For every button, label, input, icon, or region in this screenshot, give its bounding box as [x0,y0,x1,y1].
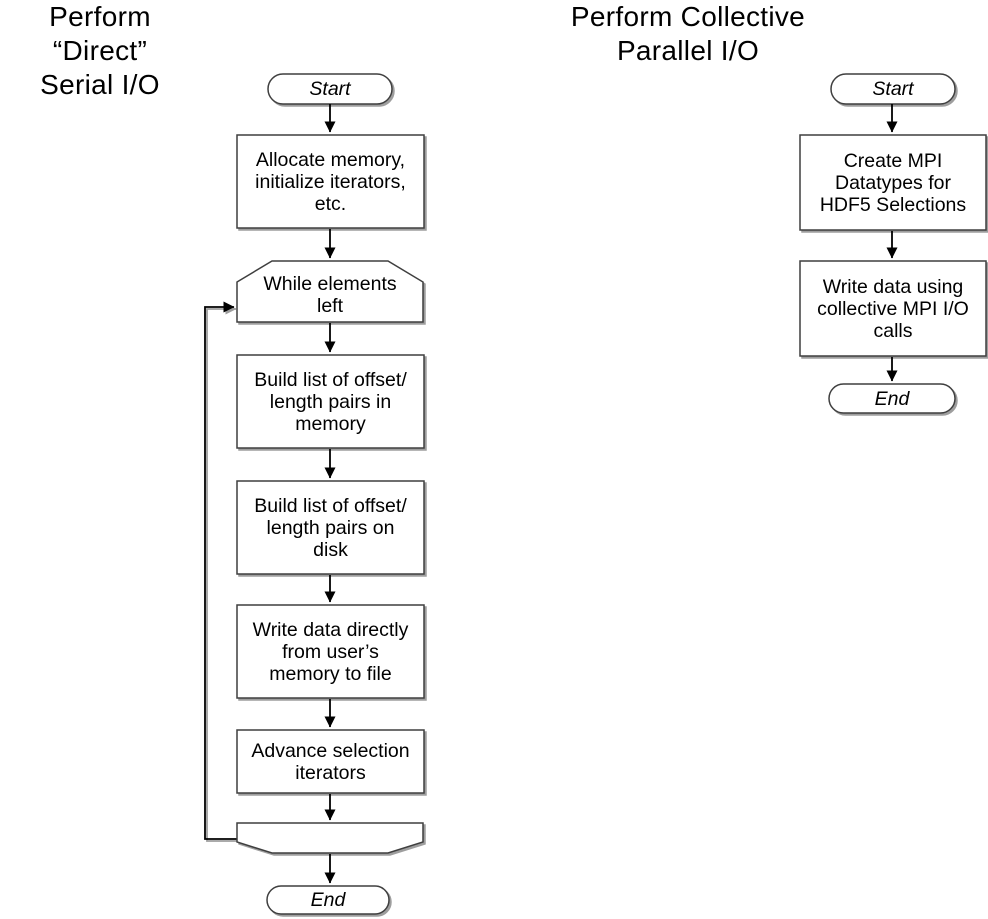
left-end-terminal-shape [266,885,390,915]
right-start-terminal-shape [830,73,956,105]
left-start-terminal-label: Start [309,78,351,100]
right-create-mpi-process-label: Create MPI Datatypes for HDF5 Selections [819,149,967,216]
left-advance-process-label: Advance selection iterators [251,739,410,784]
left-write-process-shape [236,604,425,699]
right-end-terminal-shape [828,383,956,414]
right-write-collective-process-label: Write data using collective MPI I/O call… [817,275,969,342]
right-flow-title: Perform Collective Parallel I/O [570,1,806,66]
left-end-terminal-label: End [310,889,346,911]
left-build-disk-process-shape [236,480,425,575]
right-end-terminal-label: End [874,387,910,410]
left-build-memory-process-shape [236,354,425,449]
left-while-loop-limit-shape [236,260,424,323]
left-loop-end-shape [236,822,424,854]
left-build-disk-process-label: Build list of offset/ length pairs on di… [254,494,407,561]
left-while-loop-limit-label: While elements left [263,273,397,317]
right-write-collective-process-shape [799,260,987,357]
left-flow-title: Perform “Direct” Serial I/O [40,1,160,100]
left-write-process-label: Write data directly from user’s memory t… [252,618,409,685]
left-build-memory-process-label: Build list of offset/ length pairs in me… [254,368,407,435]
right-create-mpi-process-shape [799,134,987,231]
left-allocate-process-shape [236,134,425,229]
right-start-terminal-label: Start [872,78,914,100]
left-allocate-process-label: Allocate memory, initialize iterators, e… [255,148,406,215]
left-advance-process-shape [236,729,425,794]
left-loopback-connector [204,301,237,840]
